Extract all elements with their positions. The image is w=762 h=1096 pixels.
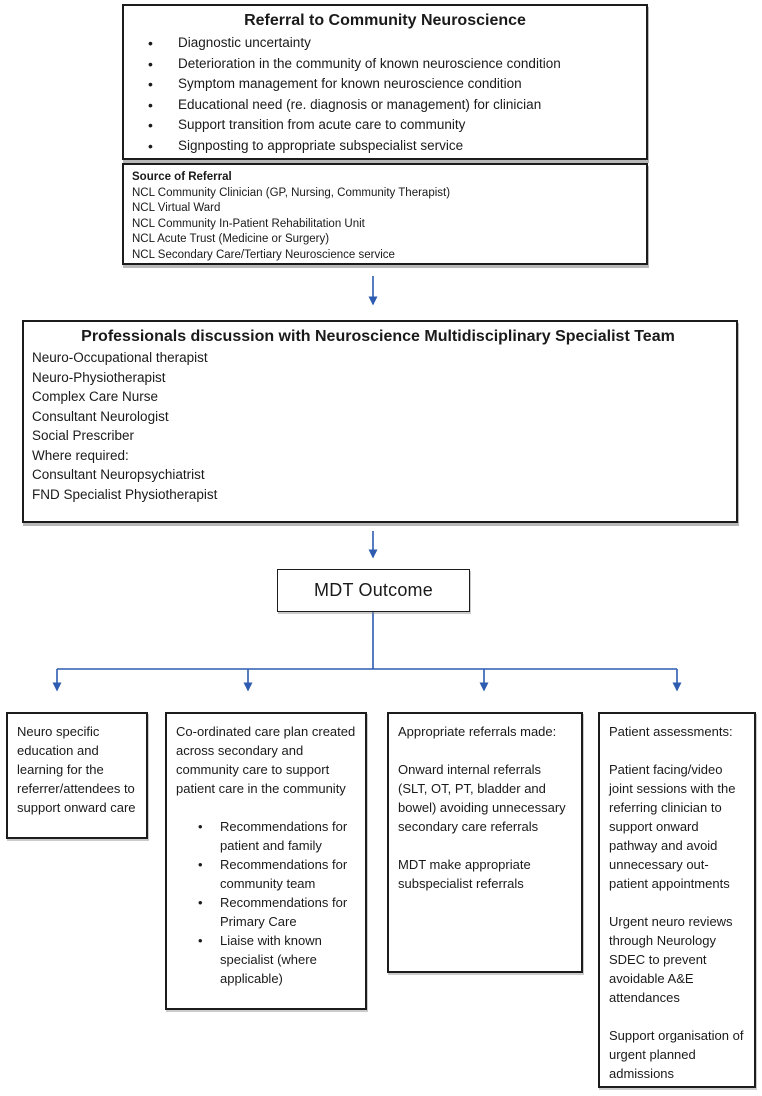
source-line: NCL Secondary Care/Tertiary Neuroscience…: [132, 248, 395, 261]
outcome-education-text: Neuro specific education and learning fo…: [17, 724, 136, 815]
assessments-paragraph: Patient facing/video joint sessions with…: [609, 762, 736, 891]
referral-bullet: Signposting to appropriate subspecialist…: [148, 136, 636, 157]
referrals-paragraph: Appropriate referrals made:: [398, 724, 557, 739]
outcome-education-box: Neuro specific education and learning fo…: [6, 712, 148, 839]
assessments-paragraph: Patient assessments:: [609, 724, 733, 739]
source-line: NCL Community Clinician (GP, Nursing, Co…: [132, 186, 451, 199]
professionals-line: Neuro-Physiotherapist: [32, 369, 166, 385]
referral-bullet-list: Diagnostic uncertaintyDeterioration in t…: [134, 33, 636, 156]
professionals-line: Consultant Neurologist: [32, 408, 169, 424]
mdt-outcome-label: MDT Outcome: [314, 580, 433, 600]
referral-bullet: Support transition from acute care to co…: [148, 115, 636, 136]
professionals-line: Social Prescriber: [32, 428, 135, 443]
referral-title: Referral to Community Neuroscience: [244, 12, 526, 29]
assessments-paragraph: Support organisation of urgent planned a…: [609, 1028, 744, 1081]
assessments-paragraph: Urgent neuro reviews through Neurology S…: [609, 914, 733, 1005]
source-line: NCL Virtual Ward: [132, 202, 221, 214]
care-plan-bullet: Recommendations for Primary Care: [198, 893, 357, 931]
outcome-referrals-box: Appropriate referrals made: Onward intern…: [387, 712, 583, 973]
referrals-paragraph: Onward internal referrals (SLT, OT, PT, …: [398, 762, 566, 834]
professionals-title: Professionals discussion with Neuroscien…: [81, 328, 675, 345]
source-line-list: NCL Community Clinician (GP, Nursing, Co…: [132, 186, 636, 264]
source-title: Source of Referral: [132, 171, 232, 183]
referral-box: Referral to Community Neuroscience Diagn…: [122, 4, 648, 160]
referrals-paragraph: MDT make appropriate subspecialist refer…: [398, 857, 531, 891]
professionals-line: Neuro-Occupational therapist: [32, 350, 208, 365]
referral-bullet: Diagnostic uncertainty: [148, 33, 636, 54]
professionals-line: Where required:: [32, 447, 129, 463]
professionals-line: Complex Care Nurse: [32, 389, 159, 404]
professionals-line: FND Specialist Physiotherapist: [32, 486, 218, 502]
source-line: NCL Acute Trust (Medicine or Surgery): [132, 233, 330, 245]
referral-bullet: Symptom management for known neuroscienc…: [148, 74, 636, 95]
professionals-line: Consultant Neuropsychiatrist: [32, 467, 205, 482]
care-plan-bullet-list: Recommendations for patient and familyRe…: [176, 817, 357, 988]
care-plan-bullet: Recommendations for community team: [198, 855, 357, 893]
source-of-referral-box: Source of Referral NCL Community Clinici…: [122, 163, 648, 265]
outcome-care-plan-box: Co-ordinated care plan created across se…: [165, 712, 367, 1010]
source-line: NCL Community In-Patient Rehabilitation …: [132, 217, 365, 230]
assessments-paragraph-list: Patient assessments: Patient facing/video…: [609, 722, 746, 1083]
professionals-box: Professionals discussion with Neuroscien…: [22, 320, 738, 523]
care-plan-bullet: Liaise with known specialist (where appl…: [198, 931, 357, 988]
referral-bullet: Deterioration in the community of known …: [148, 54, 636, 75]
referral-bullet: Educational need (re. diagnosis or manag…: [148, 95, 636, 116]
care-plan-bullet: Recommendations for patient and family: [198, 817, 357, 855]
mdt-outcome-box: MDT Outcome: [277, 569, 470, 612]
outcome-assessments-box: Patient assessments: Patient facing/video…: [598, 712, 756, 1088]
care-plan-intro: Co-ordinated care plan created across se…: [176, 724, 356, 796]
referrals-paragraph-list: Appropriate referrals made: Onward intern…: [398, 722, 573, 893]
